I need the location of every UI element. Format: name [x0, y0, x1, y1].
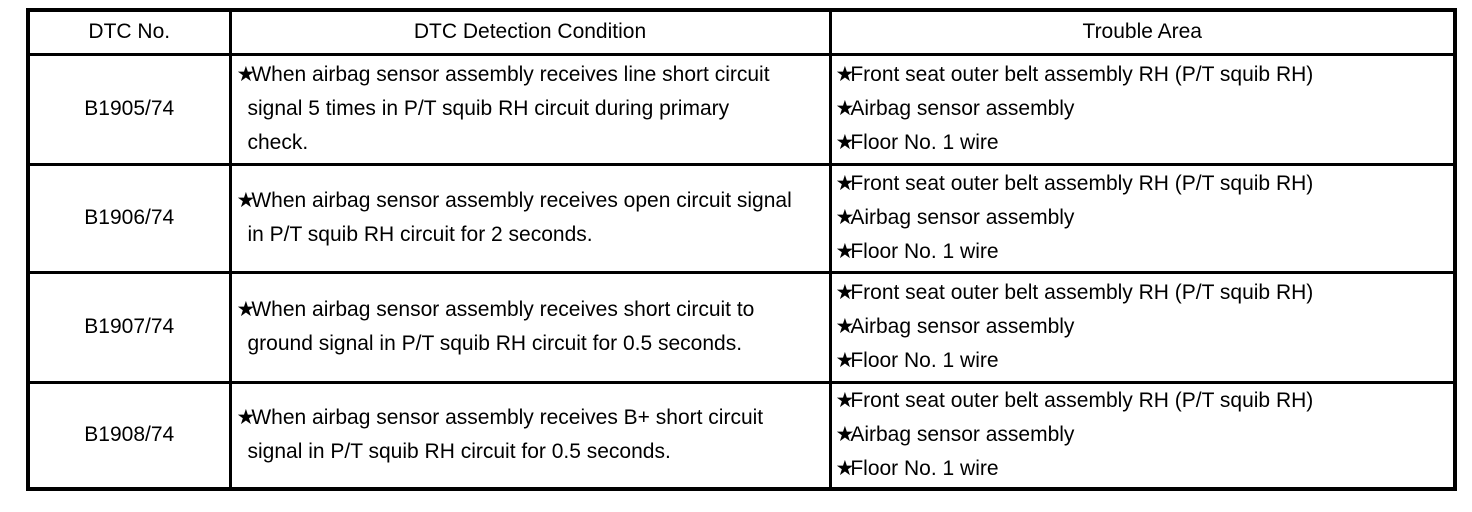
- star-list-item: ★Front seat outer belt assembly RH (P/T …: [833, 58, 1452, 92]
- star-list-item: ★Airbag sensor assembly: [833, 201, 1452, 235]
- dtc-code-cell: B1905/74: [26, 52, 232, 166]
- star-icon: ★: [835, 172, 855, 195]
- dtc-code-cell: B1907/74: [26, 270, 232, 384]
- star-icon: ★: [236, 189, 256, 212]
- star-icon: ★: [835, 423, 855, 447]
- text-line: ground signal in P/T squib RH circuit fo…: [247, 332, 743, 355]
- table-row: B1907/74 ★When airbag sensor assembly re…: [26, 270, 1457, 384]
- text-line: in P/T squib RH circuit for 2 seconds.: [247, 223, 593, 246]
- star-icon: ★: [236, 298, 256, 321]
- star-icon: ★: [835, 389, 855, 413]
- star-icon: ★: [835, 240, 855, 263]
- dtc-code-cell: B1906/74: [26, 162, 232, 274]
- star-list-item: ★Floor No. 1 wire: [833, 344, 1452, 378]
- star-list-item: ★Floor No. 1 wire: [833, 452, 1452, 486]
- dtc-table: DTC No. DTC Detection Condition Trouble …: [26, 8, 1457, 491]
- star-list-item: ★When airbag sensor assembly receives sh…: [233, 293, 827, 327]
- star-list-item: ★When airbag sensor assembly receives op…: [233, 184, 827, 218]
- star-list-item: ★Front seat outer belt assembly RH (P/T …: [833, 385, 1452, 418]
- table-row: B1908/74 ★When airbag sensor assembly re…: [26, 380, 1457, 491]
- detection-condition-cell: ★When airbag sensor assembly receives op…: [228, 162, 832, 274]
- star-icon: ★: [835, 281, 855, 304]
- star-list-item: ★Front seat outer belt assembly RH (P/T …: [833, 276, 1452, 310]
- column-header-dtc-no: DTC No.: [26, 8, 232, 56]
- star-list-item: ★Airbag sensor assembly: [833, 310, 1452, 344]
- text-line: check.: [247, 131, 309, 154]
- detection-condition-cell: ★When airbag sensor assembly receives li…: [228, 52, 832, 166]
- table-row: B1906/74 ★When airbag sensor assembly re…: [26, 162, 1457, 274]
- star-icon: ★: [835, 315, 855, 338]
- star-list-item: ★When airbag sensor assembly receives B+…: [233, 401, 827, 435]
- trouble-area-cell: ★Front seat outer belt assembly RH (P/T …: [828, 52, 1457, 166]
- star-list-item: ★When airbag sensor assembly receives li…: [233, 58, 827, 92]
- star-list-item: ★Airbag sensor assembly: [833, 418, 1452, 452]
- star-icon: ★: [835, 97, 855, 120]
- star-list-item: ★Floor No. 1 wire: [833, 235, 1452, 269]
- trouble-area-cell: ★Front seat outer belt assembly RH (P/T …: [828, 162, 1457, 274]
- trouble-area-cell: ★Front seat outer belt assembly RH (P/T …: [828, 270, 1457, 384]
- detection-condition-cell: ★When airbag sensor assembly receives sh…: [228, 270, 832, 384]
- star-icon: ★: [835, 457, 855, 481]
- text-line: signal 5 times in P/T squib RH circuit d…: [247, 97, 730, 120]
- column-header-detection-condition: DTC Detection Condition: [228, 8, 832, 56]
- star-icon: ★: [835, 349, 855, 372]
- text-line: signal in P/T squib RH circuit for 0.5 s…: [247, 440, 671, 464]
- star-icon: ★: [835, 206, 855, 229]
- column-header-trouble-area: Trouble Area: [828, 8, 1457, 56]
- table-row: B1905/74 ★When airbag sensor assembly re…: [26, 52, 1457, 166]
- detection-condition-cell: ★When airbag sensor assembly receives B+…: [228, 380, 832, 491]
- star-icon: ★: [236, 63, 256, 86]
- star-list-item: ★Front seat outer belt assembly RH (P/T …: [833, 167, 1452, 201]
- header-row: DTC No. DTC Detection Condition Trouble …: [26, 8, 1457, 56]
- star-list-item: ★Floor No. 1 wire: [833, 126, 1452, 160]
- star-icon: ★: [835, 63, 855, 86]
- dtc-code-cell: B1908/74: [26, 380, 232, 491]
- trouble-area-cell: ★Front seat outer belt assembly RH (P/T …: [828, 380, 1457, 491]
- star-icon: ★: [835, 131, 855, 154]
- star-icon: ★: [236, 406, 256, 430]
- star-list-item: ★Airbag sensor assembly: [833, 92, 1452, 126]
